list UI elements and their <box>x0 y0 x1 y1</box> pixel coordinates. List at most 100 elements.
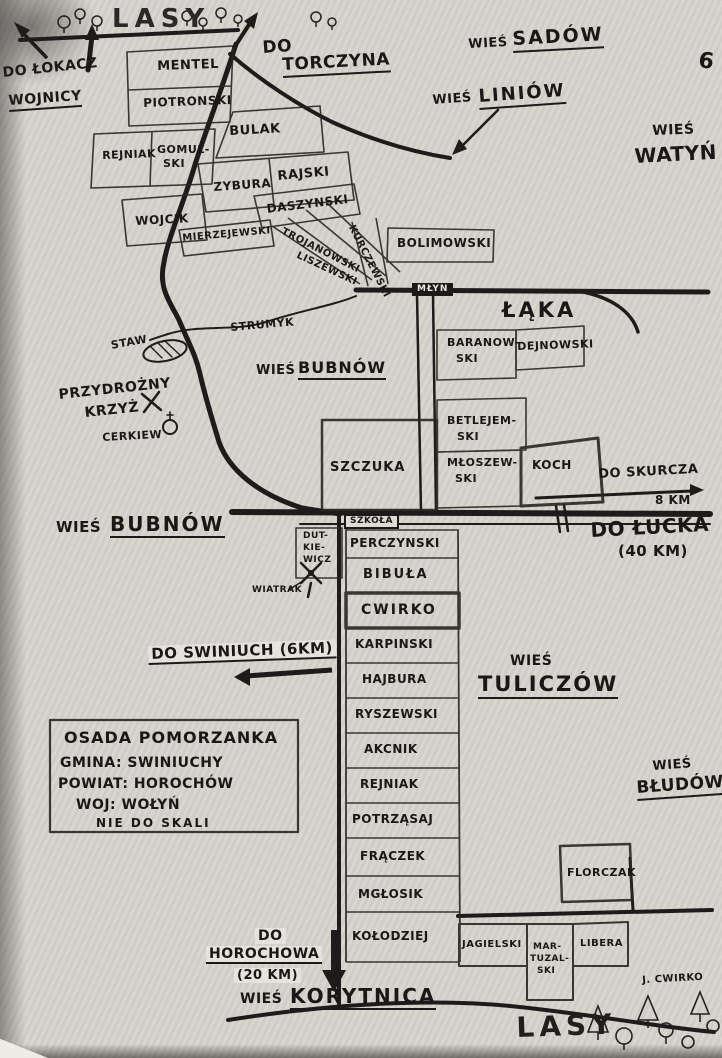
plot-label-cwirko: CWIRKO <box>361 602 437 618</box>
plot-label-bibula: BIBUŁA <box>363 567 429 582</box>
plot-zybura-rajski <box>197 151 355 213</box>
plot-label-martuzalski-b: TUZAL- <box>530 954 570 964</box>
plot-label-potrzasaj: POTRZĄSAJ <box>352 812 434 826</box>
village-liniow-prefix: WIEŚ <box>431 90 473 108</box>
village-bubnow-left-prefix: WIEŚ <box>56 518 102 536</box>
forest-icons-bottom <box>586 989 720 1050</box>
arrowhead-liniow <box>452 139 467 155</box>
village-watyn-prefix: WIEŚ <box>651 121 695 139</box>
plot-label-szczuka: SZCZUKA <box>330 460 406 475</box>
plot-daszynski <box>253 183 361 229</box>
plot-label-perczynski: PERCZYNSKI <box>350 536 440 550</box>
village-sadow-prefix: WIEŚ <box>467 34 509 52</box>
plot-label-kolodziej: KOŁODZIEJ <box>352 929 429 943</box>
arrowhead-skurcz <box>690 484 704 496</box>
road-main-north-south <box>159 41 343 517</box>
village-tuliczow: TULICZÓW <box>478 674 619 699</box>
plot-label-piotronski: PIOTRONSKI <box>142 92 232 110</box>
village-korytnica-prefix: WIEŚ <box>240 991 283 1007</box>
roads-group <box>18 18 716 1034</box>
plot-label-martuzalski-c: SKI <box>537 966 556 976</box>
plot-label-baranowski-b: SKI <box>456 352 479 365</box>
direction-horochow-do: DO <box>255 928 286 944</box>
direction-luck: DO ŁUCKA <box>589 511 710 542</box>
plot-szczuka <box>320 418 439 512</box>
plot-label-dutkiewicz-b: KIE- <box>303 543 326 553</box>
plot-label-fraczek: FRĄCZEK <box>360 849 426 863</box>
legend-woj: WOJ: WOŁYŃ <box>76 797 181 813</box>
roadside-cross-icon <box>140 390 163 414</box>
plot-label-mloszewski-a: MŁOSZEW- <box>447 456 518 469</box>
plot-label-bulak: BULAK <box>228 121 282 139</box>
forest-label-top: LASY <box>112 4 211 34</box>
legend-title: OSADA POMORZANKA <box>64 728 279 747</box>
road-laka <box>353 287 711 295</box>
plot-label-mglosik: MGŁOSIK <box>358 887 424 901</box>
forest-label-bottom: LASY <box>515 1007 617 1044</box>
plot-label-jagielski: JAGIELSKI <box>462 939 522 950</box>
plot-label-betlejemski-b: SKI <box>457 430 480 443</box>
plot-column-rows <box>346 529 459 963</box>
plot-label-betlejemski-a: BETLEJEM- <box>447 414 517 427</box>
village-sadow: SADÓW <box>512 23 605 53</box>
pond-hatch <box>149 341 181 359</box>
plot-cwirko-highlight <box>344 591 461 630</box>
plot-label-baranowski-a: BARANOW- <box>447 336 520 349</box>
plot-baranowski <box>436 329 517 381</box>
road-crossing-tick-2 <box>562 503 570 533</box>
plot-koch <box>519 436 605 508</box>
arrowhead-torczyn <box>244 12 258 29</box>
plot-label-rejniak-south: REJNIAK <box>360 777 419 791</box>
plot-label-wojcik: WOJCIK <box>134 211 190 228</box>
legend-box-border <box>48 718 300 834</box>
village-bludow-prefix: WIEŚ <box>651 756 693 774</box>
road-mill-corridor-e <box>431 292 438 514</box>
road-liniow-pointer <box>456 108 500 152</box>
plot-label-gomulski-a: GOMUL- <box>157 143 210 156</box>
photo-shadow-left <box>0 0 26 1058</box>
windmill-label: WIATRAK <box>252 585 303 595</box>
plot-label-gomulski-b: SKI <box>163 157 186 170</box>
photo-shadow-bottom <box>0 1044 722 1058</box>
plot-label-mentel: MENTEL <box>156 56 220 74</box>
plot-label-rejniak-north: REJNIAK <box>101 147 157 162</box>
plot-libera <box>572 921 629 967</box>
village-bubnow-center: BUBNÓW <box>298 360 387 380</box>
school-label: SZKOŁA <box>344 514 399 529</box>
photo-shadow-top-left <box>0 0 96 86</box>
plot-bulak <box>215 105 325 159</box>
direction-horochow: HOROCHOWA <box>206 946 323 964</box>
plot-dejnowski <box>515 325 585 371</box>
church-icon <box>162 419 178 435</box>
symbols-group <box>140 339 323 599</box>
plot-label-karpinski: KARPINSKI <box>355 637 434 651</box>
road-skurcz <box>534 489 694 500</box>
road-mill-corridor-w <box>415 292 423 514</box>
plot-label-dutkiewicz-c: WICZ <box>303 555 332 565</box>
pond-icon <box>142 339 188 363</box>
plot-rejniak-gomulski <box>90 128 216 189</box>
plot-label-ryszewski: RYSZEWSKI <box>355 707 438 721</box>
plot-label-mloszewski-b: SKI <box>455 472 478 485</box>
road-southeast <box>456 908 714 918</box>
legend-gmina: GMINA: SWINIUCHY <box>60 755 224 771</box>
windmill-hub <box>308 570 314 576</box>
village-bubnow-left: BUBNÓW <box>110 512 225 538</box>
plot-dutkiewicz <box>295 527 343 579</box>
arrowhead-swiniuch <box>234 668 250 686</box>
village-watyn: WATYŃ <box>633 139 718 168</box>
plot-label-dutkiewicz-a: DUT- <box>303 531 329 541</box>
village-tuliczow-prefix: WIEŚ <box>510 653 553 669</box>
plot-wojcik <box>121 193 208 247</box>
plot-borders-group <box>48 45 634 1001</box>
plot-diagonal-strips <box>271 201 401 287</box>
plot-label-bolimowski: BOLIMOWSKI <box>397 236 492 250</box>
direction-skurcz-km: 8 KM <box>655 493 691 507</box>
plot-bolimowski <box>386 227 495 263</box>
direction-horochow-km: (20 KM) <box>234 968 302 983</box>
plot-label-hajbura: HAJBURA <box>362 672 427 686</box>
road-luck-main <box>229 509 713 517</box>
stream-strumyk <box>149 295 357 341</box>
plot-label-koch: KOCH <box>532 458 572 472</box>
